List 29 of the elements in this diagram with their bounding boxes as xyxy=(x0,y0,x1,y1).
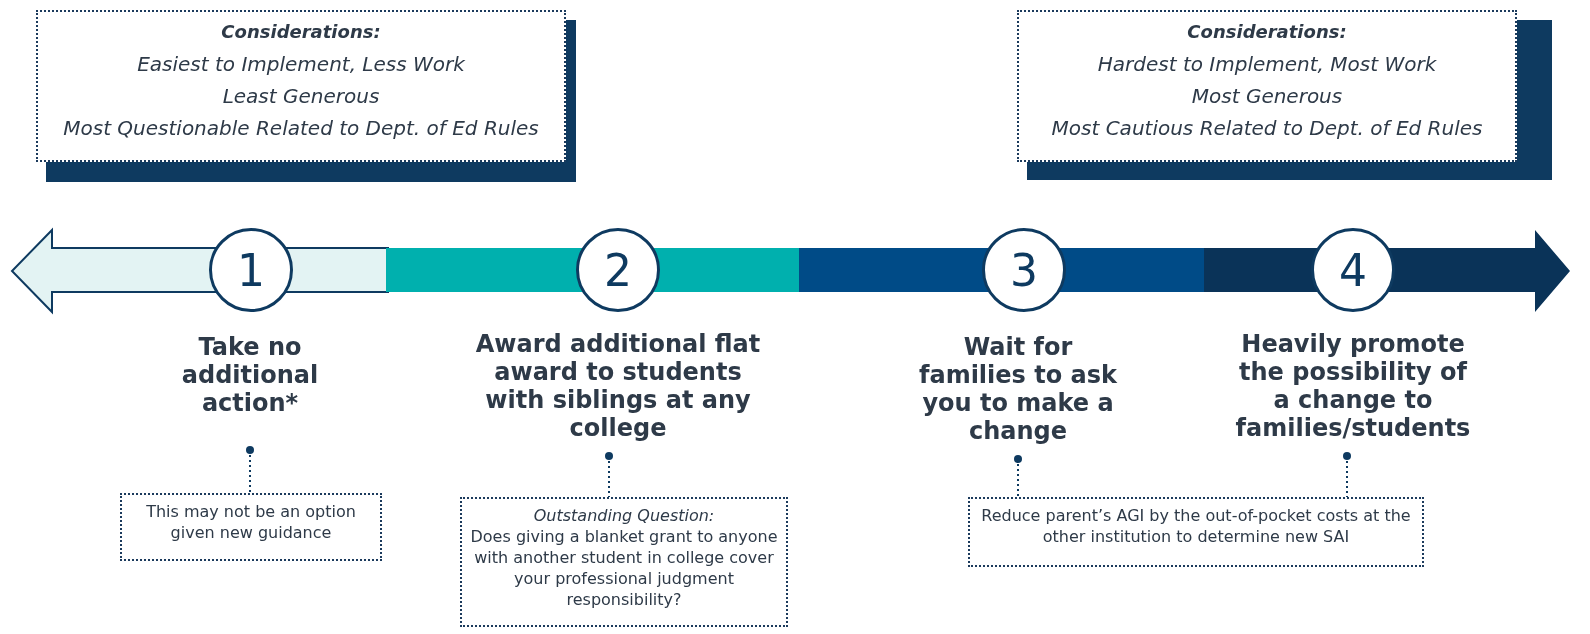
box-text: Reduce parent’s AGI by the out-of-pocket costs at the other institution to determine new SAI xyxy=(980,505,1412,547)
leader-line xyxy=(246,446,254,494)
box-text: Easiest to Implement, Less Work xyxy=(136,51,466,78)
leader-line xyxy=(1014,455,1022,498)
box-text: Does giving a blanket grant to anyone with another student in college cover your professional judgment responsibility? xyxy=(470,526,778,610)
box-text: Most Questionable Related to Dept. of Ed Rules xyxy=(62,115,540,142)
considerations-box xyxy=(36,10,566,162)
step-number-circle: 4 xyxy=(1311,228,1395,312)
option-title: Take no additional action* xyxy=(170,333,330,417)
note-box xyxy=(120,493,382,561)
considerations-box xyxy=(1017,10,1517,162)
box-text: This may not be an option given new guidance xyxy=(145,501,357,543)
leader-line xyxy=(1343,452,1351,498)
note-box xyxy=(460,497,788,627)
option-title: Award additional flat award to students with siblings at any college xyxy=(468,330,768,442)
step-number-circle: 3 xyxy=(982,228,1066,312)
option-title: Wait for families to ask you to make a change xyxy=(918,333,1118,445)
box-heading: Considerations: xyxy=(1186,20,1348,44)
option-title: Heavily promote the possibility of a change to families/students xyxy=(1230,330,1476,442)
box-text: Most Cautious Related to Dept. of Ed Rules xyxy=(1050,115,1484,142)
box-heading: Considerations: xyxy=(220,20,382,44)
box-text: Most Generous xyxy=(1190,83,1344,110)
step-number-circle: 1 xyxy=(209,228,293,312)
step-number-circle: 2 xyxy=(576,228,660,312)
box-text: Least Generous xyxy=(221,83,381,110)
note-box xyxy=(968,497,1424,567)
box-heading: Outstanding Question: xyxy=(532,505,716,526)
leader-line xyxy=(605,452,613,498)
box-text: Hardest to Implement, Most Work xyxy=(1096,51,1438,78)
